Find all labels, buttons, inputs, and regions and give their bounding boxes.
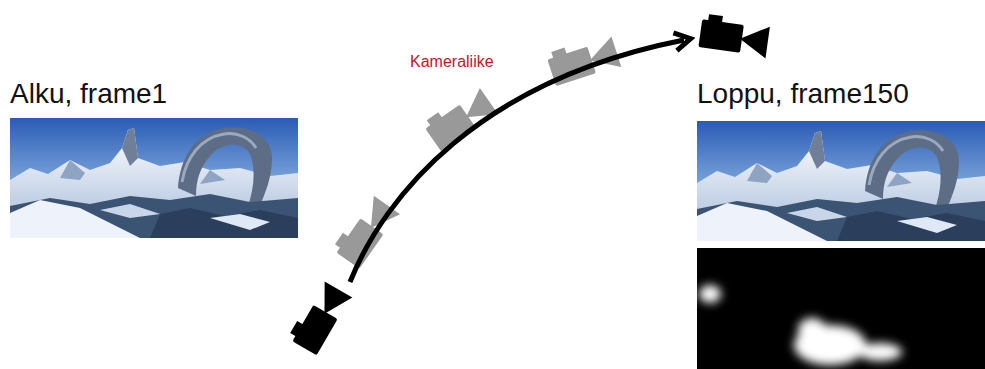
photo-panel: Loppu, frame150: [697, 78, 985, 369]
camera-move-arrow: [350, 40, 684, 282]
mask-image: [697, 248, 985, 369]
frame-heading: Alku, frame1: [10, 78, 167, 110]
start-photo: [10, 118, 298, 238]
camera-end: [698, 13, 770, 58]
motion-label: Kameraliike: [410, 52, 494, 71]
camera-start: [287, 279, 352, 356]
end-photo: [697, 121, 985, 241]
frame-heading: Loppu, frame150: [697, 78, 909, 110]
photo-panel: Alku, frame1: [10, 78, 298, 240]
